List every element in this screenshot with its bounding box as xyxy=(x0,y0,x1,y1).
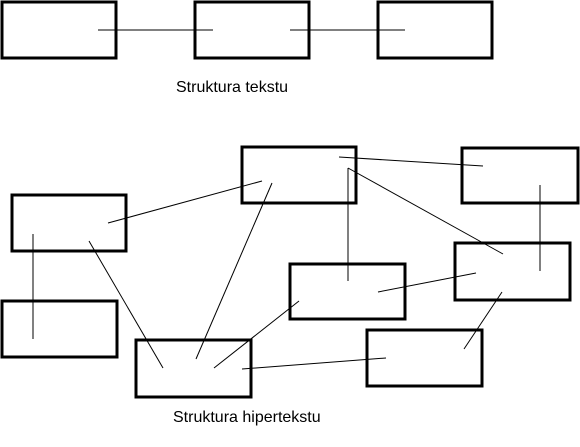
hyper-node-bottom-right xyxy=(365,328,484,388)
hyper-link xyxy=(88,240,164,369)
hyper-link xyxy=(377,272,477,293)
text-structure-caption: Struktura tekstu xyxy=(176,79,289,96)
hyper-link xyxy=(347,167,504,255)
hyper-link xyxy=(213,300,300,369)
hyper-link xyxy=(241,357,387,370)
text-structure-group xyxy=(0,0,494,60)
hyper-node-left-lower xyxy=(0,299,119,359)
hyper-link xyxy=(195,182,273,360)
hyper-node-bottom-center xyxy=(134,338,253,399)
hyper-node-top-center xyxy=(240,145,358,205)
hypertext-structure-caption: Struktura hipertekstu xyxy=(173,409,321,426)
hyper-node-top-right xyxy=(460,146,580,205)
hyper-link xyxy=(338,156,484,167)
hyper-link xyxy=(107,180,263,224)
hyper-link xyxy=(463,291,503,350)
hyper-node-left-upper xyxy=(10,193,128,253)
hypertext-structure-group xyxy=(0,145,580,399)
hyper-node-right-middle xyxy=(453,241,572,302)
